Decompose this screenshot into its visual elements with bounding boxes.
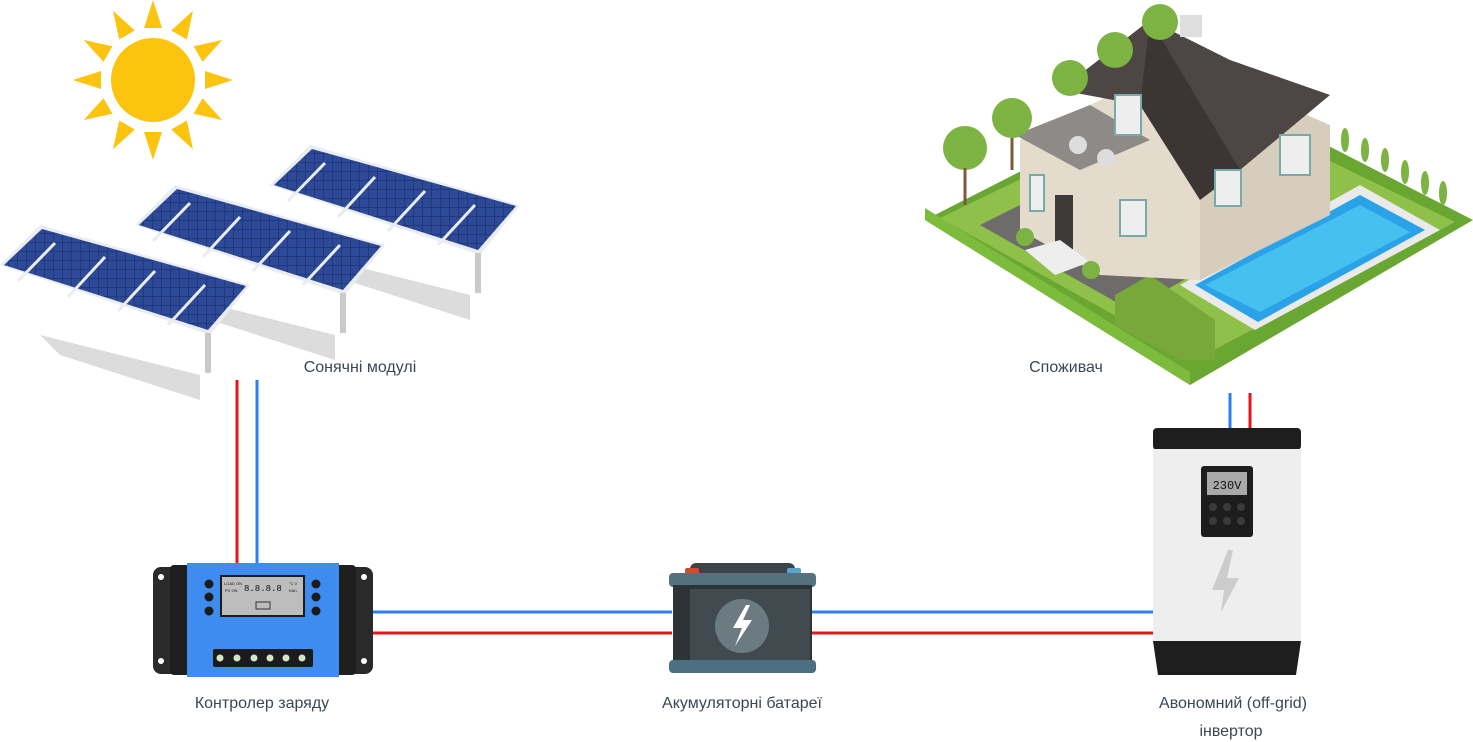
lightning-bolt-icon — [733, 605, 752, 646]
consumer-label: Споживач — [1029, 359, 1103, 376]
controller-digits: 8.8.8.8 — [244, 584, 282, 594]
sun-icon — [73, 0, 233, 160]
house-illustration — [925, 4, 1473, 385]
charge-controller-label: Контролер заряду — [194, 695, 330, 712]
controller-units-text: °C V — [289, 581, 298, 586]
charge-controller-illustration: 8.8.8.8 LOAD ON PV ON °C V KAh — [153, 563, 373, 677]
controller-load-text: LOAD ON — [224, 581, 242, 586]
inverter-label-line2: інвертор — [1199, 723, 1263, 740]
inverter-label-line1: Авономний (off-grid) — [1159, 695, 1307, 712]
inverter-illustration: 230V — [1153, 428, 1301, 675]
lightning-bolt-icon — [1212, 550, 1239, 612]
wires — [235, 380, 1252, 635]
controller-pv-text: PV ON — [225, 588, 238, 593]
inverter-display-text: 230V — [1213, 479, 1243, 493]
controller-units2-text: KAh — [289, 588, 297, 593]
solar-panels-illustration — [0, 143, 522, 402]
battery-label: Акумуляторні батареї — [662, 695, 822, 712]
solar-modules-label: Сонячні модулі — [303, 359, 417, 376]
battery-illustration — [669, 563, 816, 673]
